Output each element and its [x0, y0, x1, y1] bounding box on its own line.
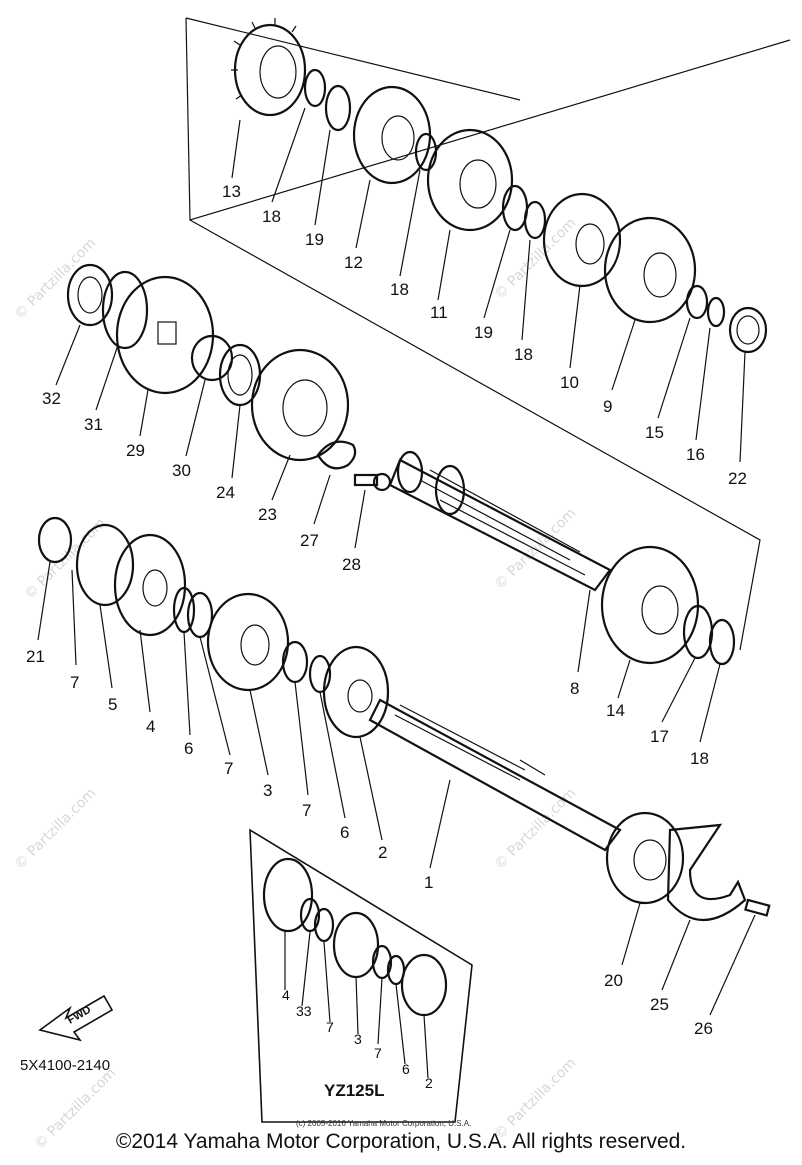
- yz125l-inset: 4 33 7 3 7 6 2 YZ125L: [249, 828, 473, 1123]
- gear-11-icon: [426, 128, 514, 232]
- label-7: 7: [302, 801, 311, 820]
- label-6: 6: [340, 823, 349, 842]
- gear-4-icon: [113, 533, 187, 637]
- label-1: 1: [424, 873, 433, 892]
- watermark: © Partzilla.com: [12, 235, 100, 323]
- label-24: 24: [216, 483, 235, 502]
- diagram-code: 5X4100-2140: [20, 1057, 110, 1074]
- label-8: 8: [570, 679, 579, 698]
- assembly-outline: [185, 17, 791, 651]
- gear-10-icon: [542, 192, 622, 288]
- gear-5-icon: [75, 523, 135, 607]
- bearing-stopper-27-icon: [316, 440, 357, 470]
- label-20: 20: [604, 971, 623, 990]
- circlip-18-icon: [303, 68, 327, 108]
- inset-gear-4-icon: [262, 857, 314, 933]
- label-27: 27: [300, 531, 319, 550]
- label-19: 19: [305, 230, 324, 249]
- label-2: 2: [378, 843, 387, 862]
- washer-19-icon: [501, 184, 529, 232]
- lock-washer-31-icon: [101, 270, 149, 350]
- watermark: © Partzilla.com: [492, 215, 580, 303]
- washer-19-icon: [324, 84, 352, 132]
- gear-13-icon: [231, 18, 307, 117]
- label-32: 32: [42, 389, 61, 408]
- label-3: 3: [263, 781, 272, 800]
- inset-label-33: 33: [296, 1003, 312, 1019]
- inset-label-7: 7: [374, 1045, 382, 1061]
- fwd-arrow-icon: FWD: [38, 994, 114, 1042]
- label-19: 19: [474, 323, 493, 342]
- inset-label-4: 4: [282, 987, 290, 1003]
- collar-30-icon: [190, 334, 234, 382]
- bolt-26-icon: [744, 898, 771, 917]
- footer-copyright: ©2014 Yamaha Motor Corporation, U.S.A. A…: [115, 1130, 687, 1153]
- inset-label-3: 3: [354, 1031, 362, 1047]
- label-14: 14: [606, 701, 625, 720]
- circlip-16-icon: [706, 296, 726, 328]
- label-7: 7: [70, 673, 79, 692]
- label-30: 30: [172, 461, 191, 480]
- label-21: 21: [26, 647, 45, 666]
- label-5: 5: [108, 695, 117, 714]
- label-6: 6: [184, 739, 193, 758]
- inset-gear-3-icon: [332, 911, 380, 979]
- gear-14-icon: [600, 545, 700, 665]
- screw-28-icon: [353, 472, 392, 492]
- label-12: 12: [344, 253, 363, 272]
- circlip-18-icon: [708, 618, 736, 666]
- main-axle-1-icon: [368, 698, 622, 852]
- leader-lines: [37, 107, 756, 1016]
- circlip-18-icon: [523, 200, 547, 240]
- label-31: 31: [84, 415, 103, 434]
- collar-32-icon: [66, 263, 114, 327]
- bearing-22-icon: [728, 306, 768, 354]
- label-9: 9: [603, 397, 612, 416]
- inset-gear-2-icon: [400, 953, 448, 1017]
- watermark: © Partzilla.com: [12, 785, 100, 873]
- label-28: 28: [342, 555, 361, 574]
- label-26: 26: [694, 1019, 713, 1038]
- inset-title: YZ125L: [324, 1081, 384, 1100]
- label-16: 16: [686, 445, 705, 464]
- gear-3-icon: [206, 592, 290, 692]
- bearing-21-icon: [37, 516, 73, 564]
- label-23: 23: [258, 505, 277, 524]
- label-11: 11: [430, 303, 448, 322]
- label-18: 18: [514, 345, 533, 364]
- label-25: 25: [650, 995, 669, 1014]
- label-7: 7: [224, 759, 233, 778]
- washer-7-icon: [281, 640, 309, 684]
- bearing-stopper-25-icon: [666, 823, 747, 922]
- gear-2-icon: [322, 645, 390, 739]
- label-4: 4: [146, 717, 155, 736]
- label-18: 18: [262, 207, 281, 226]
- label-15: 15: [645, 423, 664, 442]
- shaft-8-icon: [388, 450, 612, 592]
- inset-label-7: 7: [326, 1019, 334, 1035]
- bearing-23-icon: [250, 348, 350, 462]
- inset-washer-33-icon: [299, 897, 321, 933]
- circlip-18-icon: [414, 132, 438, 172]
- label-10: 10: [560, 373, 579, 392]
- inset-label-6: 6: [402, 1061, 410, 1077]
- gear-9-icon: [603, 216, 697, 324]
- inset-washer-7-icon: [313, 907, 335, 943]
- inset-copyright: (c) 2005-2016 Yamaha Motor Corporation, …: [296, 1119, 471, 1128]
- label-22: 22: [728, 469, 747, 488]
- bearing-20-icon: [605, 811, 685, 905]
- countershaft-gears: [231, 18, 768, 354]
- label-13: 13: [222, 182, 241, 201]
- watermark: © Partzilla.com: [22, 515, 110, 603]
- inset-label-2: 2: [425, 1075, 433, 1091]
- callout-labels: 13 18 19 12 18 11 19 18 10 9 15 16 22 32…: [26, 182, 747, 1038]
- label-18: 18: [690, 749, 709, 768]
- gear-12-icon: [352, 85, 432, 185]
- drive-axle-group: [66, 263, 392, 492]
- label-17: 17: [650, 727, 669, 746]
- label-18: 18: [390, 280, 409, 299]
- washer-15-icon: [685, 284, 709, 320]
- label-29: 29: [126, 441, 145, 460]
